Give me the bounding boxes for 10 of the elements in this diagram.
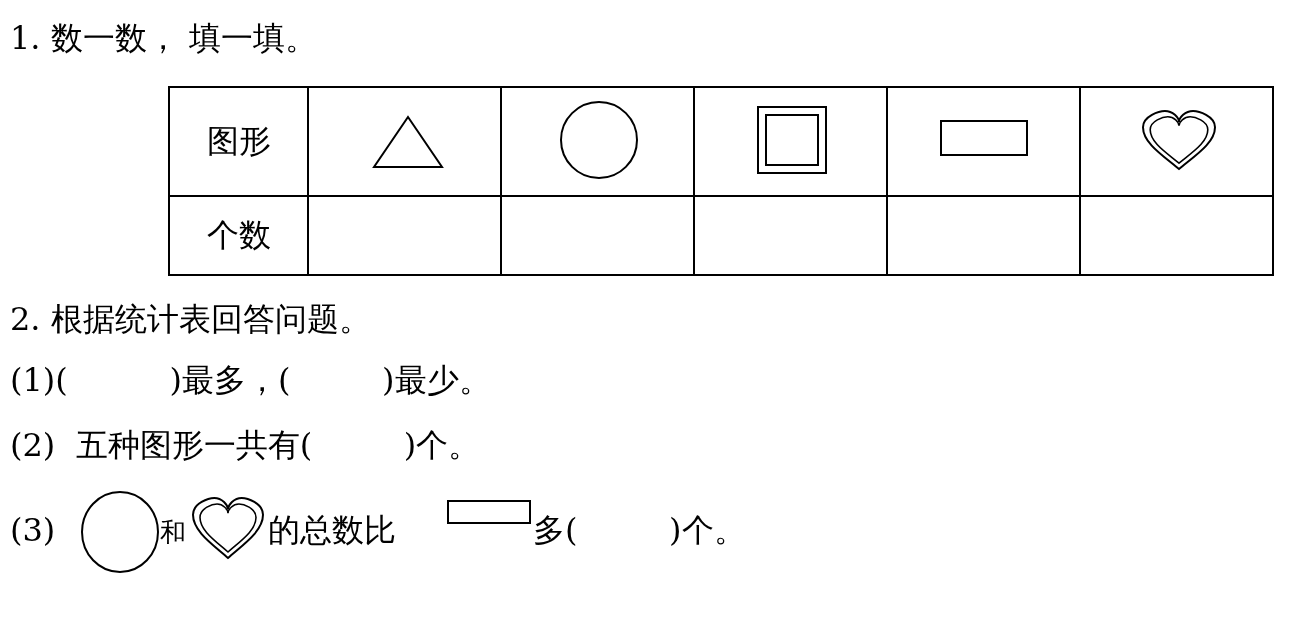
- header-cell: 图形: [168, 86, 309, 197]
- question-number: (3): [10, 510, 56, 550]
- question-text: 的总数比: [268, 510, 396, 550]
- header-cell: 个数: [168, 195, 309, 276]
- question-text: 多( )个。: [533, 510, 746, 550]
- question-text: (1)( )最多，( )最少。: [10, 360, 491, 400]
- question-heading: 1. 数一数， 填一填。: [10, 18, 317, 58]
- question-text: (2) 五种图形一共有( )个。: [10, 425, 481, 465]
- question-heading: 2. 根据统计表回答问题。: [10, 299, 371, 339]
- question-text: 和: [160, 516, 186, 549]
